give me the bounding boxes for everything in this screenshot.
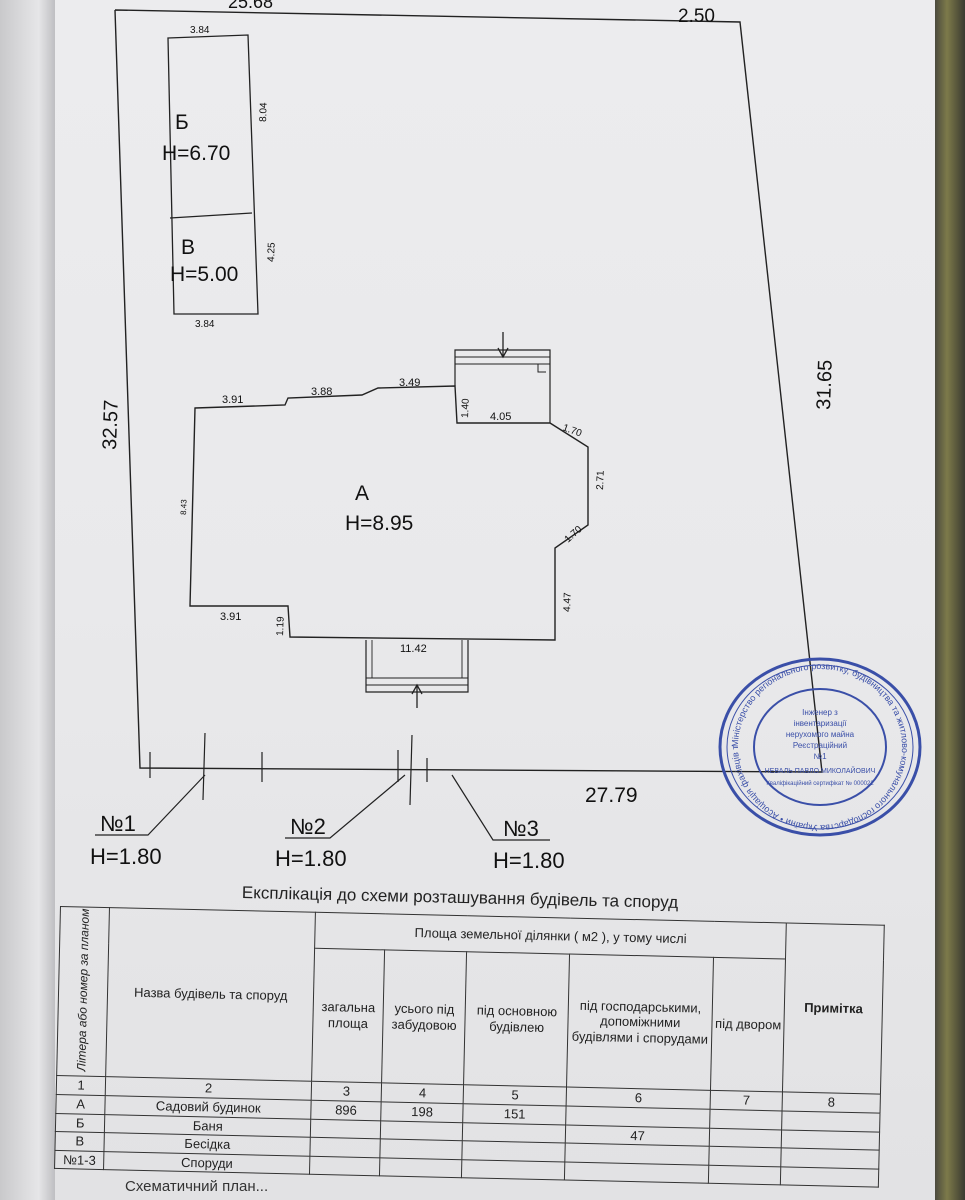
dim-porch-w: 4.05 — [490, 411, 511, 423]
header-built: усього під забудовою — [381, 949, 467, 1086]
row-yard — [709, 1109, 783, 1130]
header-main: під основною будівлею — [463, 951, 570, 1088]
row-total — [309, 1156, 380, 1177]
row-note — [781, 1111, 881, 1132]
dim-top-1: 3.91 — [222, 394, 243, 406]
background-surface — [935, 0, 965, 1200]
footer-text: Схематичний план... — [125, 1178, 269, 1195]
row-lit: №1-3 — [54, 1150, 105, 1171]
fence-2-number: №2 — [290, 814, 326, 839]
row-built: 198 — [380, 1101, 464, 1123]
svg-text:НЕВАЛЬ ПАВЛО МИКОЛАЙОВИЧ: НЕВАЛЬ ПАВЛО МИКОЛАЙОВИЧ — [765, 766, 876, 775]
plot-bottom-dim: 27.79 — [585, 784, 638, 807]
dim-diag-2: 1.70 — [563, 524, 585, 545]
building-b-outline — [167, 34, 259, 315]
fence-1-leader — [95, 774, 206, 836]
building-b-divider — [169, 212, 253, 219]
building-b-label: Б — [175, 111, 189, 134]
row-total: 896 — [310, 1100, 382, 1121]
svg-text:Реєстраційний: Реєстраційний — [793, 741, 847, 750]
building-b-side-upper-dim: 8.04 — [258, 102, 270, 122]
header-name: Назва будівель та споруд — [106, 907, 316, 1082]
fence-3-height: Н=1.80 — [493, 848, 565, 873]
fence-3-leader — [451, 774, 550, 841]
header-note: Примітка — [782, 922, 885, 1095]
row-built — [380, 1120, 464, 1141]
dim-left: 8.43 — [179, 499, 189, 515]
building-a-outline — [189, 385, 589, 641]
row-main — [462, 1122, 566, 1144]
dim-porch-h: 1.40 — [460, 398, 472, 418]
row-main: 151 — [463, 1103, 567, 1125]
header-aux: під господарськими, допоміжними будівлям… — [566, 953, 714, 1091]
header-lit: Літера або номер за планом — [56, 906, 110, 1078]
row-yard — [709, 1127, 782, 1149]
fence-1-number: №1 — [100, 811, 136, 836]
row-name: Споруди — [103, 1151, 311, 1175]
building-b-height: Н=6.70 — [162, 142, 230, 165]
svg-text:інвентаризації: інвентаризації — [794, 719, 848, 728]
plot-top-left-dim: 25.68 — [228, 0, 273, 12]
row-note — [781, 1129, 880, 1151]
col-number: 7 — [710, 1090, 783, 1112]
header-total: загальна площа — [311, 947, 385, 1084]
building-b-top-dim: 3.84 — [190, 25, 210, 36]
building-b-side-lower-dim: 4.25 — [266, 242, 278, 262]
row-note — [780, 1166, 879, 1188]
col-number: 8 — [782, 1092, 881, 1114]
row-built — [379, 1157, 463, 1179]
row-total — [310, 1137, 381, 1158]
row-yard — [709, 1146, 782, 1167]
plot-boundary — [114, 9, 823, 773]
dim-top-2: 3.88 — [311, 386, 332, 398]
col-number: 1 — [56, 1075, 107, 1096]
building-v-height: Н=5.00 — [170, 263, 238, 286]
svg-text:нерухомого майна: нерухомого майна — [786, 730, 855, 739]
building-a-label: А — [355, 482, 369, 505]
row-note — [780, 1148, 880, 1169]
row-total — [310, 1118, 381, 1140]
col-number: 5 — [463, 1085, 567, 1107]
dim-bottom-left: 3.91 — [220, 611, 241, 623]
row-lit: Б — [55, 1113, 106, 1133]
fence-2-height: Н=1.80 — [275, 846, 347, 871]
building-v-label: В — [181, 236, 195, 259]
fence-1-height: Н=1.80 — [90, 844, 162, 869]
header-yard: під двором — [710, 957, 786, 1093]
svg-text:№1: №1 — [813, 752, 827, 761]
dim-step: 1.19 — [275, 616, 287, 636]
plot-left-dim: 32.57 — [99, 399, 123, 450]
row-lit: А — [55, 1094, 106, 1115]
row-main — [462, 1140, 566, 1162]
row-built — [379, 1139, 463, 1160]
plot-right-dim: 31.65 — [813, 359, 837, 410]
dim-top-3: 3.49 — [399, 377, 420, 389]
stamp-center-text: Інженер з інвентаризації нерухомого майн… — [765, 708, 876, 787]
col-number: 4 — [381, 1083, 464, 1104]
fence-2-leader — [285, 774, 406, 839]
col-number: 3 — [311, 1081, 382, 1102]
building-a-height: Н=8.95 — [345, 512, 413, 535]
row-yard — [708, 1165, 781, 1186]
fence-3-number: №3 — [503, 816, 539, 841]
building-b-bottom-dim: 3.84 — [195, 319, 215, 330]
row-main — [461, 1159, 566, 1181]
dim-right-low: 4.47 — [562, 592, 574, 612]
dim-right: 2.71 — [595, 470, 607, 490]
row-aux — [564, 1161, 710, 1184]
explication-table: Літера або номер за планом Назва будівел… — [54, 906, 885, 1188]
svg-text:Кваліфікаційний сертифікат № 0: Кваліфікаційний сертифікат № 000022 — [766, 780, 874, 787]
row-lit: В — [54, 1131, 105, 1152]
plot-top-right-dim: 2.50 — [678, 6, 715, 27]
document-page — [55, 0, 945, 1200]
dim-bottom: 11.42 — [400, 643, 427, 655]
explication-table-wrapper: Літера або номер за планом Назва будівел… — [54, 906, 885, 1195]
svg-text:Інженер з: Інженер з — [802, 708, 838, 717]
official-stamp: Міністерство регіонального розвитку, буд… — [715, 655, 922, 837]
